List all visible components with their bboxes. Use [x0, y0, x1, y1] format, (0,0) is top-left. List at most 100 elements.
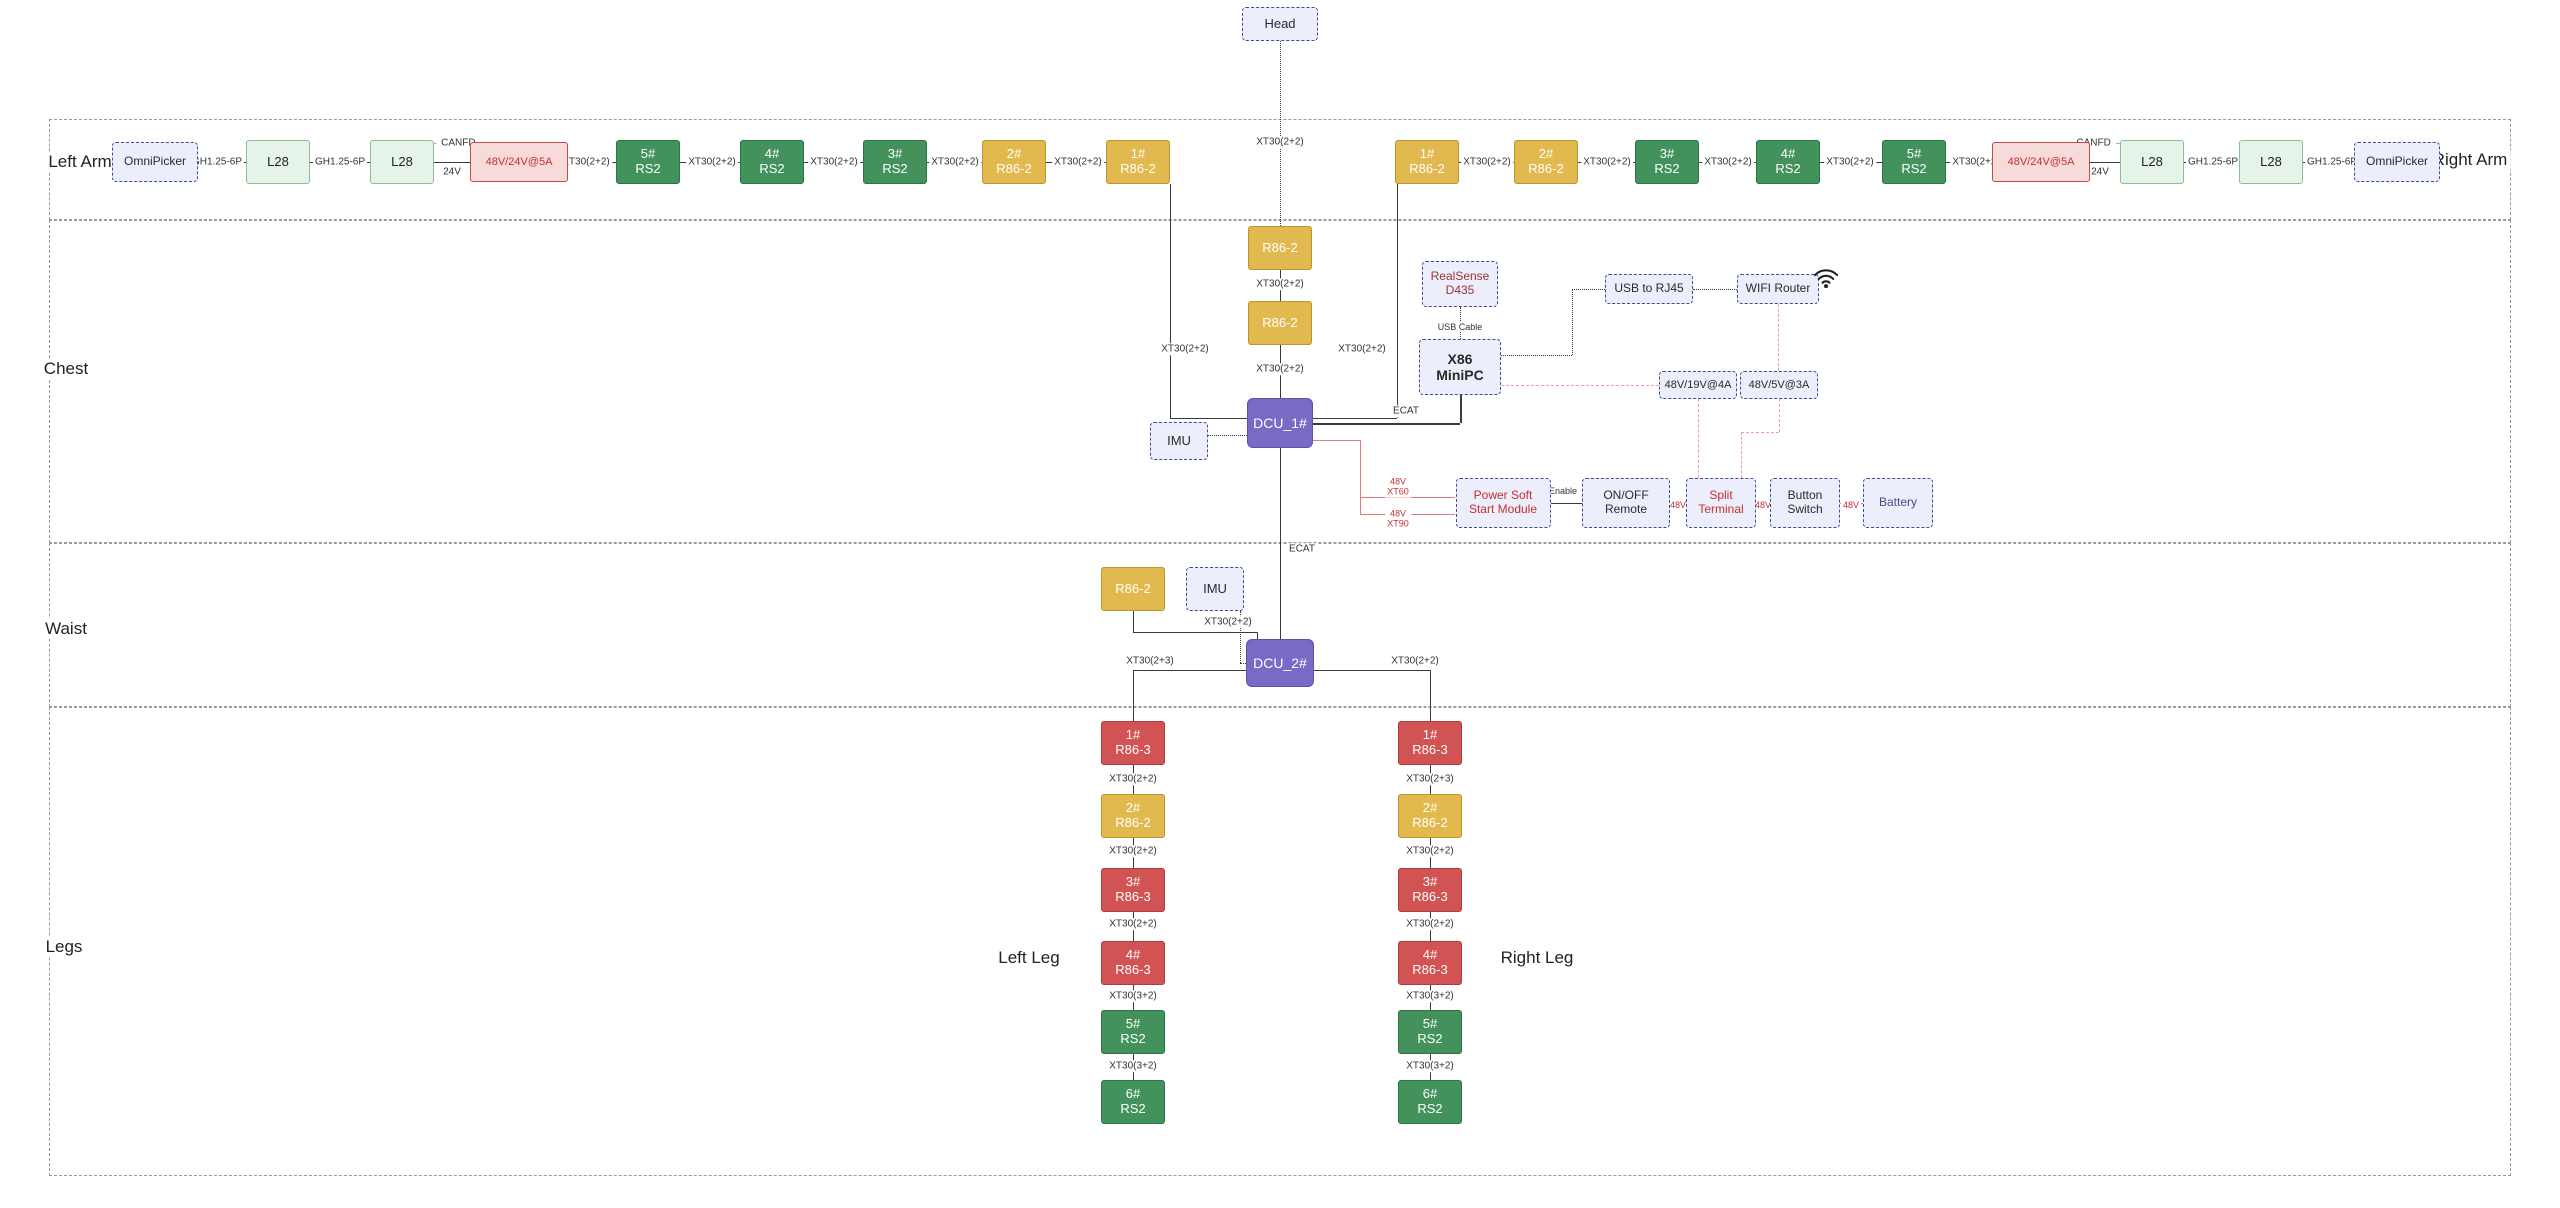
left-leg-joint-6: 6# RS2	[1101, 1080, 1165, 1124]
on-off-remote: ON/OFF Remote	[1582, 478, 1670, 528]
left-arm-joint-2-label: 2# R86-2	[996, 146, 1032, 176]
right-arm-joint-2: 2# R86-2	[1514, 140, 1578, 184]
connector-label-25: USB Cable	[1435, 321, 1485, 333]
dcu-1: DCU_1#	[1247, 398, 1313, 448]
connector-line-35	[1240, 611, 1241, 663]
connector-label-7: XT30(2+2)	[929, 156, 981, 168]
converter-right-arm: 48V/24V@5A	[1992, 142, 2090, 182]
right-leg-joint-1: 1# R86-3	[1398, 721, 1462, 765]
waist-motor: R86-2	[1101, 567, 1165, 611]
left-leg-joint-5-label: 5# RS2	[1120, 1016, 1146, 1046]
connector-line-40	[1430, 670, 1431, 721]
connector-label-43: XT30(3+2)	[1404, 990, 1456, 1002]
imu-waist: IMU	[1186, 567, 1244, 611]
right-leg-joint-6-label: 6# RS2	[1417, 1086, 1443, 1116]
right-arm-joint-4-label: 4# RS2	[1775, 146, 1801, 176]
l28-right-outer-label: L28	[2260, 153, 2282, 169]
connector-label-9: XT30(2+2)	[1461, 156, 1513, 168]
power-soft-start-module-label: Power Soft Start Module	[1468, 488, 1538, 516]
left-leg-joint-1: 1# R86-3	[1101, 721, 1165, 765]
connector-label-34: XT30(2+2)	[1389, 655, 1441, 667]
connector-line-21	[1779, 399, 1780, 432]
right-leg-joint-4-label: 4# R86-3	[1412, 947, 1448, 977]
connector-line-28	[1550, 503, 1582, 504]
right-leg-joint-4: 4# R86-3	[1398, 941, 1462, 985]
connector-label-28: Enable	[1546, 485, 1580, 497]
converter-left-arm: 48V/24V@5A	[470, 142, 568, 182]
connector-line-14	[1693, 289, 1737, 290]
right-arm-joint-3: 3# RS2	[1635, 140, 1699, 184]
connector-label-41: XT30(2+2)	[1404, 845, 1456, 857]
connector-label-36: XT30(2+2)	[1107, 845, 1159, 857]
connector-line-37	[1133, 670, 1246, 671]
left-leg-joint-3: 3# R86-3	[1101, 868, 1165, 912]
right-leg-joint-6: 6# RS2	[1398, 1080, 1462, 1124]
connector-label-22: XT30(2+2)	[1336, 343, 1388, 355]
left-leg-joint-3-label: 3# R86-3	[1115, 874, 1151, 904]
right-arm-joint-1: 1# R86-2	[1395, 140, 1459, 184]
connector-label-39: XT30(3+2)	[1107, 1060, 1159, 1072]
connector-line-2	[1280, 41, 1281, 226]
section-label-right-arm: Right Arm	[2429, 150, 2511, 170]
battery-label: Battery	[1878, 495, 1917, 510]
right-leg-joint-5-label: 5# RS2	[1417, 1016, 1443, 1046]
converter-5v: 48V/5V@3A	[1740, 371, 1818, 399]
connector-line-8	[1313, 418, 1397, 419]
connector-label-17: GH1.25-6P	[2304, 156, 2360, 168]
right-arm-joint-5-label: 5# RS2	[1901, 146, 1927, 176]
connector-line-20	[1698, 399, 1699, 478]
usb-to-rj45: USB to RJ45	[1605, 274, 1693, 304]
waist-motor-label: R86-2	[1115, 580, 1151, 596]
connector-line-13	[1572, 289, 1605, 290]
connector-label-38: XT30(3+2)	[1107, 990, 1159, 1002]
left-leg-label: Left Leg	[995, 948, 1063, 968]
connector-line-18	[1501, 385, 1659, 386]
connector-line-19	[1778, 304, 1779, 371]
chest-motor-b: R86-2	[1248, 301, 1312, 345]
connector-line-22	[1741, 432, 1779, 433]
left-arm-joint-5-label: 5# RS2	[635, 146, 661, 176]
left-arm-joint-3-label: 3# RS2	[882, 146, 908, 176]
left-arm-joint-4-label: 4# RS2	[759, 146, 785, 176]
imu-waist-label: IMU	[1203, 580, 1227, 596]
connector-label-4: XT30(2+2)	[560, 156, 612, 168]
l28-left-inner-label: L28	[391, 153, 413, 169]
connector-line-38	[1133, 670, 1134, 721]
split-terminal-label: Split Terminal	[1698, 488, 1744, 516]
connector-label-15: 24V	[2089, 166, 2111, 178]
connector-label-37: XT30(2+2)	[1107, 918, 1159, 930]
connector-label-32: XT30(2+2)	[1202, 616, 1254, 628]
connector-label-24: ECAT	[1287, 543, 1317, 555]
connector-line-33	[1133, 632, 1257, 633]
split-terminal: Split Terminal	[1686, 478, 1756, 528]
connector-label-11: XT30(2+2)	[1702, 156, 1754, 168]
connector-label-19: XT30(2+2)	[1254, 278, 1306, 290]
l28-right-inner-label: L28	[2141, 153, 2163, 169]
omnipicker-right: OmniPicker	[2354, 142, 2440, 182]
right-arm-joint-2-label: 2# R86-2	[1528, 146, 1564, 176]
connector-line-6	[1170, 418, 1247, 419]
left-arm-joint-3: 3# RS2	[863, 140, 927, 184]
usb-to-rj45-label: USB to RJ45	[1614, 281, 1684, 296]
dcu-1-label: DCU_1#	[1253, 414, 1307, 431]
right-arm-joint-3-label: 3# RS2	[1654, 146, 1680, 176]
right-leg-joint-2: 2# R86-2	[1398, 794, 1462, 838]
connector-label-13: XT30(2+2)	[1950, 156, 2002, 168]
x86-minipc-label: X86 MiniPC	[1436, 350, 1484, 383]
wifi-router-label: WIFI Router	[1745, 281, 1811, 296]
connector-line-11	[1501, 355, 1572, 356]
connector-label-23: ECAT	[1391, 405, 1421, 417]
dcu-2: DCU_2#	[1246, 639, 1314, 687]
right-arm-joint-1-label: 1# R86-2	[1409, 146, 1445, 176]
connector-line-34	[1257, 632, 1258, 639]
right-leg-label: Right Leg	[1497, 948, 1577, 968]
right-leg-joint-5: 5# RS2	[1398, 1010, 1462, 1054]
on-off-remote-label: ON/OFF Remote	[1603, 488, 1649, 516]
left-arm-joint-1-label: 1# R86-2	[1120, 146, 1156, 176]
connector-line-12	[1572, 289, 1573, 355]
connector-line-15	[1460, 395, 1462, 423]
connector-label-14: CANFD →	[2074, 137, 2126, 149]
connector-line-24	[1313, 440, 1360, 441]
connector-label-40: XT30(2+3)	[1404, 773, 1456, 785]
